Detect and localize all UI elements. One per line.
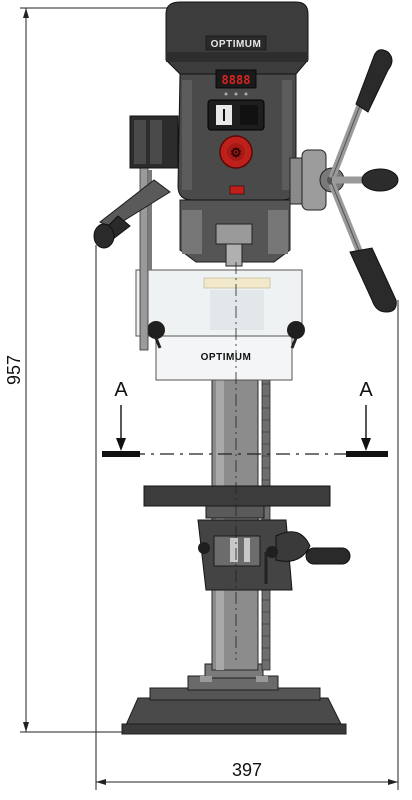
guard-knob-right[interactable] [287,321,305,339]
section-label-right: A [359,379,373,401]
head-brand-label: OPTIMUM [211,39,262,50]
speed-display-digits: 8888 [222,73,251,87]
feed-lever-middle[interactable] [332,168,399,192]
speed-display [215,69,257,89]
feed-lever-down[interactable] [328,182,397,313]
feed-lever-left[interactable] [93,179,171,249]
feed-lever-up[interactable] [328,49,393,180]
emergency-stop-icon: ⚙ [230,145,242,160]
depth-stop [129,115,179,351]
guard-brand-label: OPTIMUM [201,352,252,363]
table-crank-handle[interactable] [305,547,351,565]
machine-base [121,663,347,735]
table-bracket [197,519,351,591]
width-dimension-label: 397 [232,760,262,780]
table-clamp-knob[interactable] [198,542,210,554]
height-dimension-label: 957 [4,355,24,385]
spindle-housing [179,199,291,267]
guard-knob-left[interactable] [147,321,165,339]
indicator-lamp [229,185,245,195]
drill-head: OPTIMUM 8888 ⚙ [165,1,309,201]
work-table [143,485,331,519]
width-dimension: 397 [95,245,399,790]
section-label-left: A [114,379,128,401]
section-line: A A [102,379,388,457]
chuck-guard: OPTIMUM [135,269,305,381]
